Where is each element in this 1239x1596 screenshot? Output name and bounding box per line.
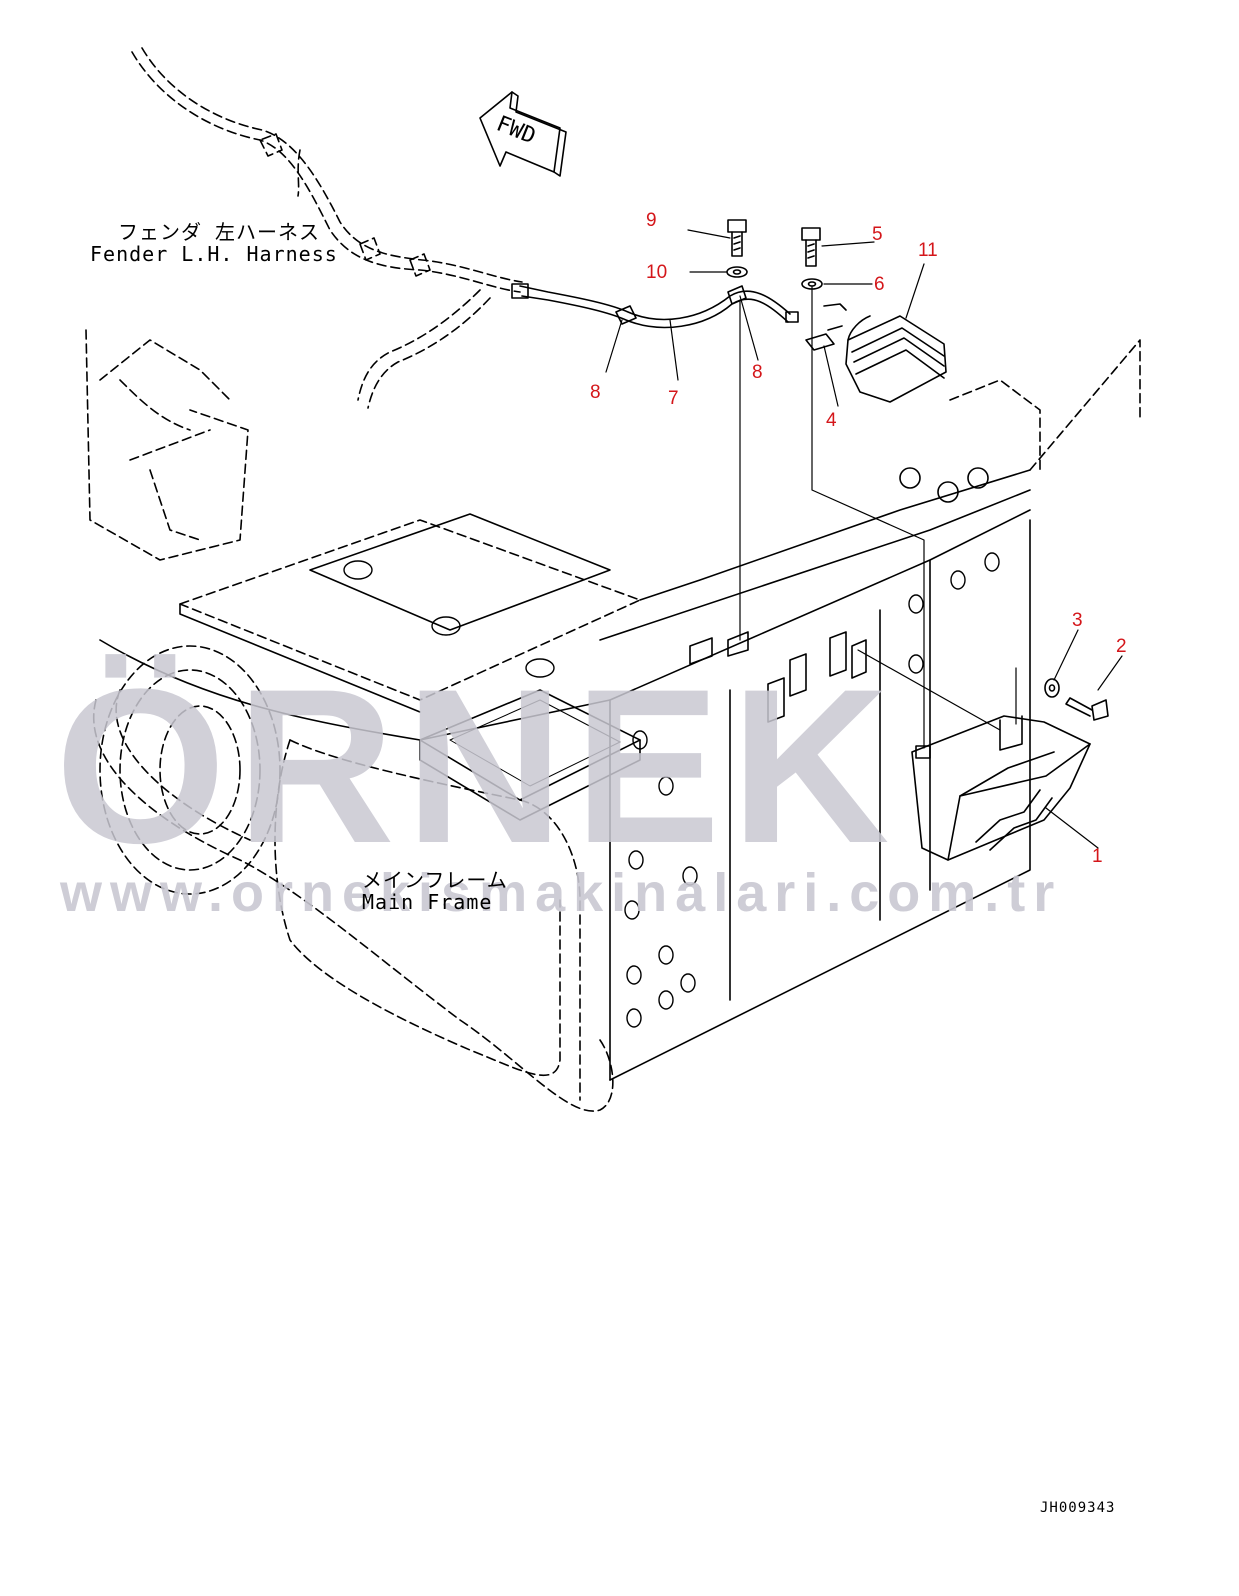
main-frame-label-jp: メインフレーム <box>362 868 508 892</box>
callout-7: 7 <box>668 388 679 409</box>
fender-harness-label-en: Fender L.H. Harness <box>90 242 338 266</box>
callout-9: 9 <box>646 210 657 231</box>
callout-11: 11 <box>918 240 938 261</box>
guard-part-1 <box>911 715 1091 861</box>
leader-lines <box>605 229 1123 849</box>
step-plate <box>419 689 641 821</box>
callout-6: 6 <box>874 274 885 295</box>
main-frame-outline <box>99 339 1141 1081</box>
frame-bolt-heads <box>899 467 989 503</box>
brackets <box>689 631 867 723</box>
callout-5: 5 <box>872 224 883 245</box>
lamp-part-11 <box>845 315 947 403</box>
left-equipment-dashed <box>85 329 249 561</box>
fwd-arrow-icon <box>479 91 567 177</box>
side-plate-dashed <box>93 689 614 1112</box>
drawing-id: JH009343 <box>1040 1500 1116 1516</box>
callout-3: 3 <box>1072 610 1083 631</box>
washer-part-10 <box>726 266 748 278</box>
callout-2: 2 <box>1116 636 1127 657</box>
callout-1: 1 <box>1092 846 1103 867</box>
bolt-part-5 <box>801 227 821 267</box>
watermark-brand: ÖRNEK <box>55 643 900 889</box>
callout-10: 10 <box>646 262 668 283</box>
callout-8-left: 8 <box>590 382 601 403</box>
frame-holes <box>343 552 1000 1028</box>
main-frame-label-en: Main Frame <box>362 890 493 914</box>
bolt-part-2 <box>1065 697 1109 721</box>
clamp-part-4 <box>805 303 847 351</box>
washer-part-3 <box>1044 678 1060 698</box>
fender-harness-label-jp: フェンダ 左ハーネス <box>118 220 321 244</box>
callout-8-right: 8 <box>752 362 763 383</box>
fender-harness <box>131 47 523 409</box>
bolt-part-9 <box>727 219 747 257</box>
watermark-url: www.ornekismakinalari.com.tr <box>60 863 1063 923</box>
callout-4: 4 <box>826 410 837 431</box>
axle-flange <box>99 645 281 895</box>
harness-part-7 <box>511 283 799 329</box>
